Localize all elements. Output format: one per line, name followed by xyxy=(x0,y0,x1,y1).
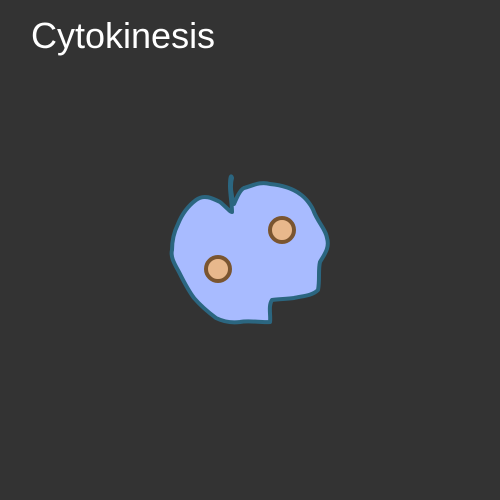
dividing-cell-membrane xyxy=(169,174,330,325)
daughter-nucleus-lower xyxy=(204,255,232,283)
daughter-nucleus-upper xyxy=(268,216,296,244)
page-title: Cytokinesis xyxy=(31,15,216,56)
